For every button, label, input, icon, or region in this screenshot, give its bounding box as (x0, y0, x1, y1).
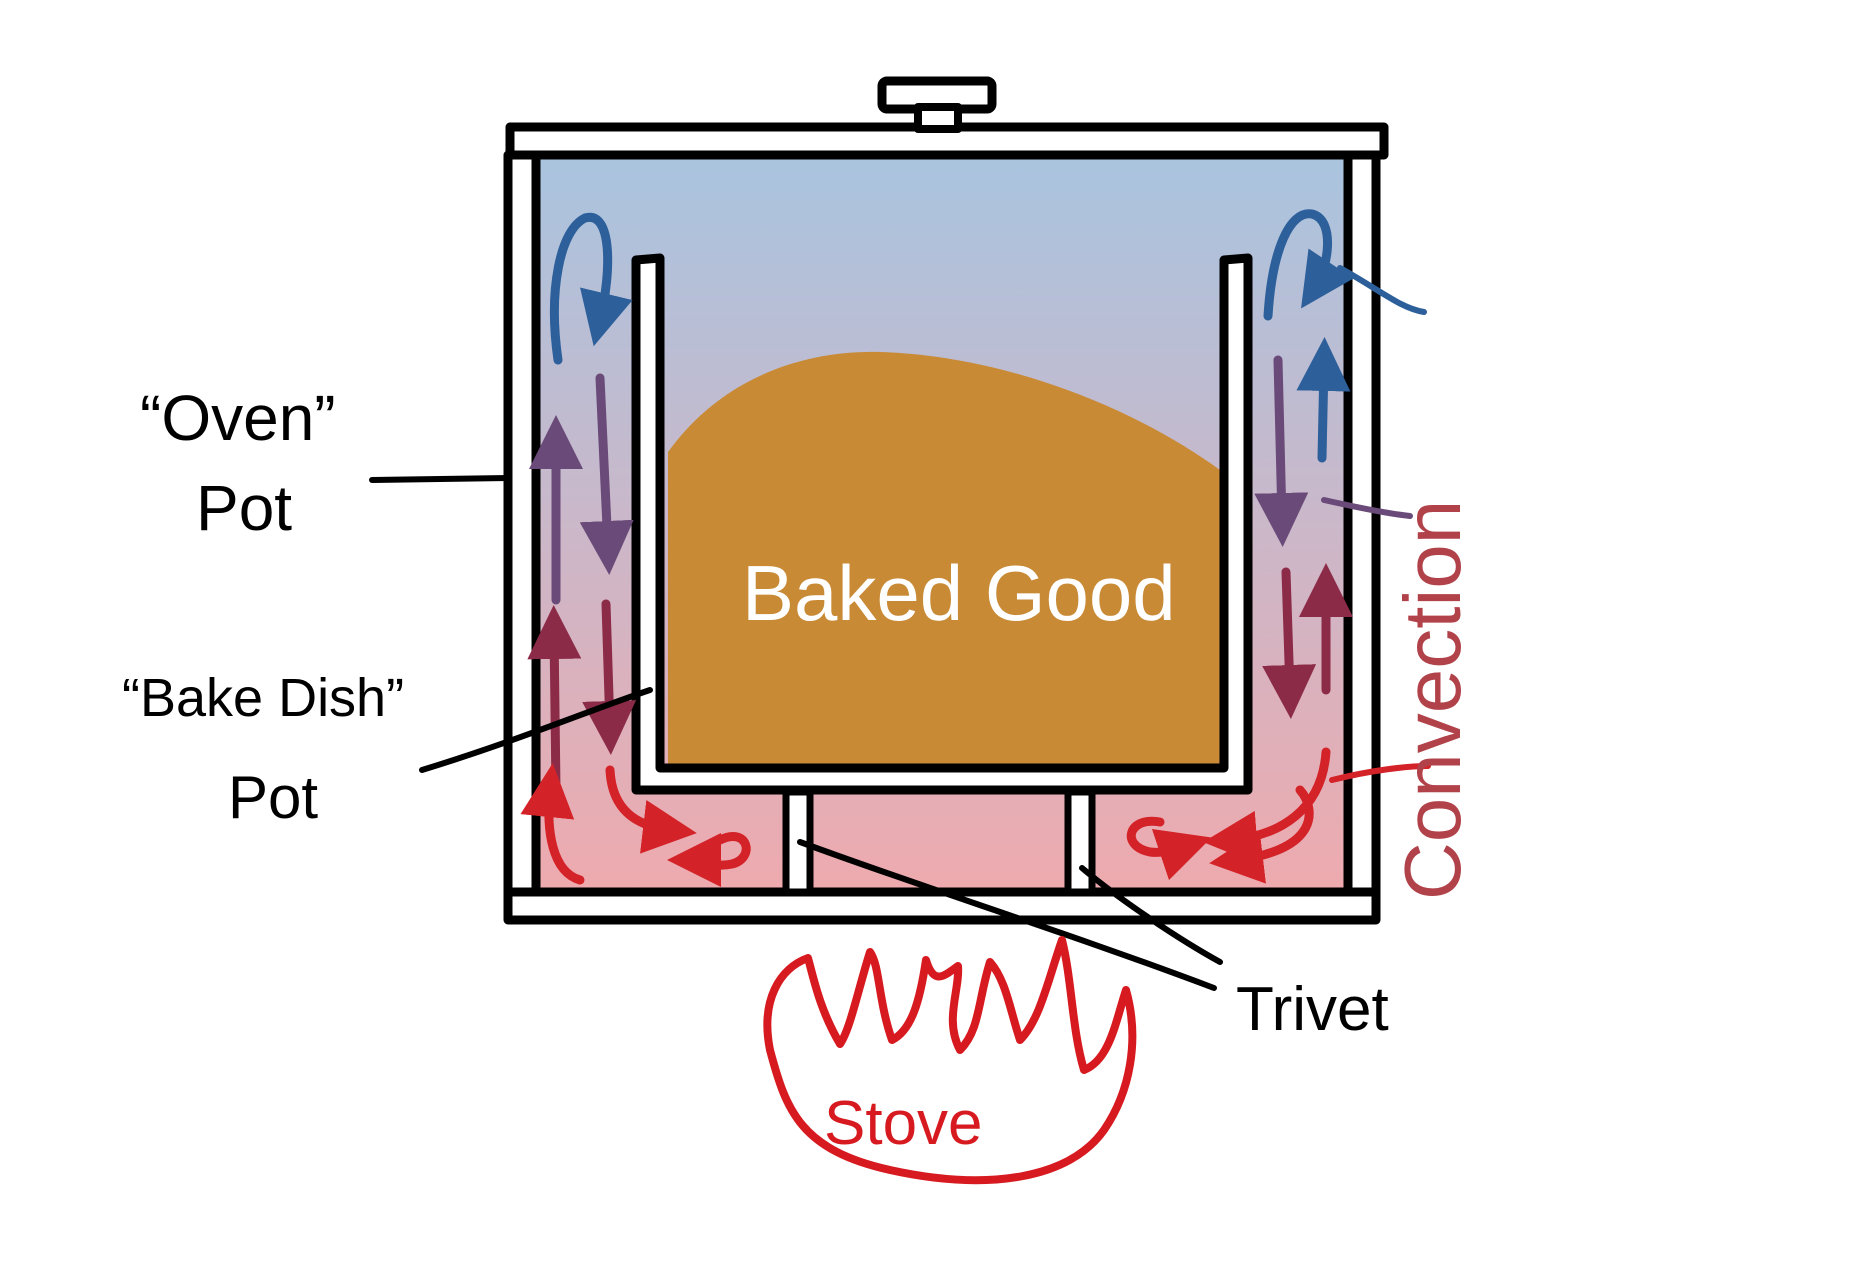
oven-pot-name-label: “Oven” (140, 382, 336, 454)
convection-leader-top (1337, 265, 1427, 315)
convection-leader-bottom (1329, 763, 1431, 783)
convection-arrows-cool (549, 209, 1354, 463)
convection-label: Convection (1388, 500, 1477, 900)
lid (505, 76, 1389, 160)
bake-dish-name-label: “Bake Dish” (122, 668, 404, 728)
trivet-label: Trivet (1236, 975, 1389, 1044)
convection-leader-mid (1321, 497, 1413, 519)
bake-dish-word-label: Pot (228, 764, 318, 831)
leader-lines (369, 265, 1431, 991)
oven-pot-leader (369, 475, 511, 483)
trivet (782, 788, 1096, 896)
bake-dish-leader (419, 687, 653, 773)
oven-pot-word-label: Pot (196, 472, 292, 544)
baked-good-label: Baked Good (742, 549, 1176, 637)
trivet-leader-1 (797, 839, 1217, 991)
convection-arrows-hot (520, 747, 1331, 888)
bake-dish-pot (631, 253, 1253, 795)
stove-label: Stove (824, 1089, 983, 1158)
baked-good-shape (668, 351, 1226, 772)
convection-arrows-mid (529, 355, 1309, 605)
stove-flame (763, 936, 1137, 1185)
trivet-leader-2 (1079, 865, 1223, 965)
